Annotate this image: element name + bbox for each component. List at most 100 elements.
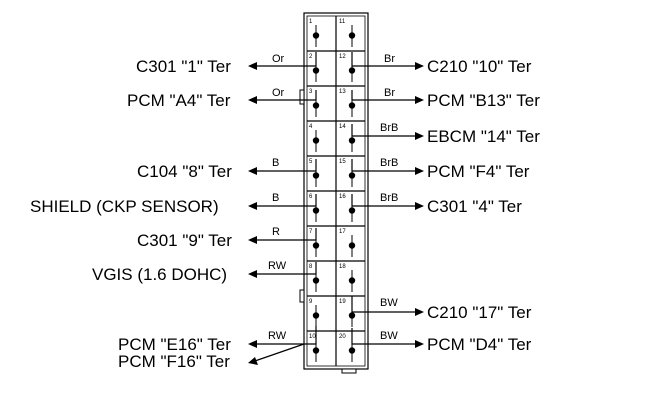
- arrowhead-icon: [415, 308, 424, 316]
- arrowhead-icon: [415, 340, 424, 348]
- left-arrow-7: [252, 326, 317, 345]
- left-wire-code-3: B: [272, 157, 279, 169]
- pin-number-right: 13: [339, 89, 346, 95]
- left-arrow-8: [251, 343, 305, 363]
- pin-number-left: 1: [309, 19, 313, 25]
- arrowhead-icon: [248, 62, 257, 70]
- right-wire-code-1: Br: [384, 53, 395, 65]
- pin-terminal-left: [312, 172, 320, 179]
- pin-terminal-left: [312, 67, 320, 74]
- pin-number-right: 12: [339, 54, 346, 60]
- right-arrow-3: [351, 124, 420, 137]
- left-wire-code-7: RW: [268, 330, 287, 342]
- left-wire-5: R C301 "9" Ter: [137, 226, 317, 250]
- left-wire-4: B SHIELD (CKP SENSOR): [30, 192, 317, 216]
- arrowhead-icon: [248, 167, 257, 175]
- arrowhead-icon: [415, 96, 424, 104]
- left-wire-code-2: Or: [272, 87, 285, 99]
- arrowhead-icon: [248, 202, 257, 210]
- arrowhead-icon: [415, 202, 424, 210]
- right-label-5: C301 "4" Ter: [427, 197, 522, 216]
- pin-number-right: 19: [339, 299, 346, 305]
- pin-number-left: 7: [309, 229, 313, 235]
- left-wire-6: RW VGIS (1.6 DOHC): [92, 260, 317, 284]
- pin-number-left: 9: [309, 299, 313, 305]
- pin-number-right: 16: [339, 194, 346, 200]
- right-arrow-2: [351, 90, 420, 101]
- left-arrow-5: [252, 228, 317, 241]
- arrowhead-icon: [415, 62, 424, 70]
- connector-tab-bottom: [341, 368, 357, 374]
- pin-number-right: 17: [339, 229, 346, 235]
- pin-terminal-left: [312, 347, 320, 354]
- right-wire-code-3: BrB: [380, 122, 398, 134]
- right-wire-2: Br PCM "B13" Ter: [351, 87, 540, 110]
- right-arrow-5: [351, 194, 420, 207]
- pin-terminal-right: [348, 312, 356, 319]
- right-wire-code-7: BW: [380, 330, 398, 342]
- pin-terminal-left: [312, 277, 320, 284]
- left-label-5: C301 "9" Ter: [137, 231, 232, 250]
- right-wire-7: BW PCM "D4" Ter: [351, 328, 532, 354]
- right-label-7: PCM "D4" Ter: [427, 335, 532, 354]
- right-label-6: C210 "17" Ter: [427, 303, 532, 322]
- right-wire-code-2: Br: [384, 87, 395, 99]
- pin-terminal-left: [312, 102, 320, 109]
- pin-terminal-left: [312, 207, 320, 214]
- pin-number-left: 3: [309, 89, 313, 95]
- left-label-2: PCM "A4" Ter: [127, 91, 231, 110]
- pin-number-right: 14: [339, 124, 346, 130]
- pin-terminal-right: [348, 277, 356, 284]
- right-label-4: PCM "F4" Ter: [427, 162, 530, 181]
- left-label-6: VGIS (1.6 DOHC): [92, 265, 227, 284]
- left-arrow-6: [252, 262, 317, 275]
- pin-terminal-right: [348, 137, 356, 144]
- left-arrow-2: [252, 90, 317, 101]
- pin-number-left: 5: [309, 159, 313, 165]
- pin-terminal-left: [312, 32, 320, 39]
- arrowhead-icon: [415, 132, 424, 140]
- connector-tab-top: [299, 89, 305, 105]
- left-wire-1: Or C301 "1" Ter: [136, 52, 317, 76]
- pin-terminal-left: [312, 312, 320, 319]
- pin-terminal-right: [348, 347, 356, 354]
- pin-terminal-right: [348, 207, 356, 214]
- right-wire-3: BrB EBCM "14" Ter: [351, 122, 540, 146]
- left-wire-code-5: R: [272, 226, 280, 238]
- right-label-1: C210 "10" Ter: [427, 57, 532, 76]
- left-wire-7: RW PCM "E16" Ter PCM "F16" Ter: [118, 326, 317, 371]
- right-wire-code-6: BW: [380, 297, 398, 309]
- pin-number-right: 11: [339, 19, 346, 25]
- pin-terminal-right: [348, 102, 356, 109]
- left-wire-3: B C104 "8" Ter: [137, 157, 317, 181]
- pin-number-right: 18: [339, 264, 346, 270]
- arrowhead-icon: [248, 236, 257, 244]
- right-wire-code-5: BrB: [380, 192, 398, 204]
- right-wire-1: Br C210 "10" Ter: [351, 52, 532, 76]
- left-label-7: PCM "E16" Ter: [118, 335, 231, 354]
- left-arrow-1: [252, 52, 317, 67]
- left-arrow-3: [252, 159, 317, 172]
- arrowhead-icon: [248, 340, 257, 348]
- right-arrow-7: [351, 328, 420, 345]
- arrowhead-icon: [415, 167, 424, 175]
- pin-number-right: 15: [339, 159, 346, 165]
- arrowhead-icon: [248, 270, 257, 278]
- left-wire-code-1: Or: [272, 53, 285, 65]
- left-arrow-4: [252, 194, 317, 207]
- left-label-1: C301 "1" Ter: [136, 57, 231, 76]
- arrowhead-icon: [248, 357, 258, 365]
- connector-outline: [303, 12, 369, 370]
- right-label-3: EBCM "14" Ter: [427, 127, 540, 146]
- left-label-4: SHIELD (CKP SENSOR): [30, 197, 219, 216]
- pin-terminal-right: [348, 67, 356, 74]
- connector-tab-mid: [299, 289, 305, 303]
- right-wire-code-4: BrB: [380, 157, 398, 169]
- right-wire-5: BrB C301 "4" Ter: [351, 192, 522, 216]
- arrowhead-icon: [248, 96, 257, 104]
- pin-number-left: 8: [309, 264, 313, 270]
- right-wires: Br C210 "10" Ter Br PCM "B13" Ter BrB EB…: [351, 52, 540, 354]
